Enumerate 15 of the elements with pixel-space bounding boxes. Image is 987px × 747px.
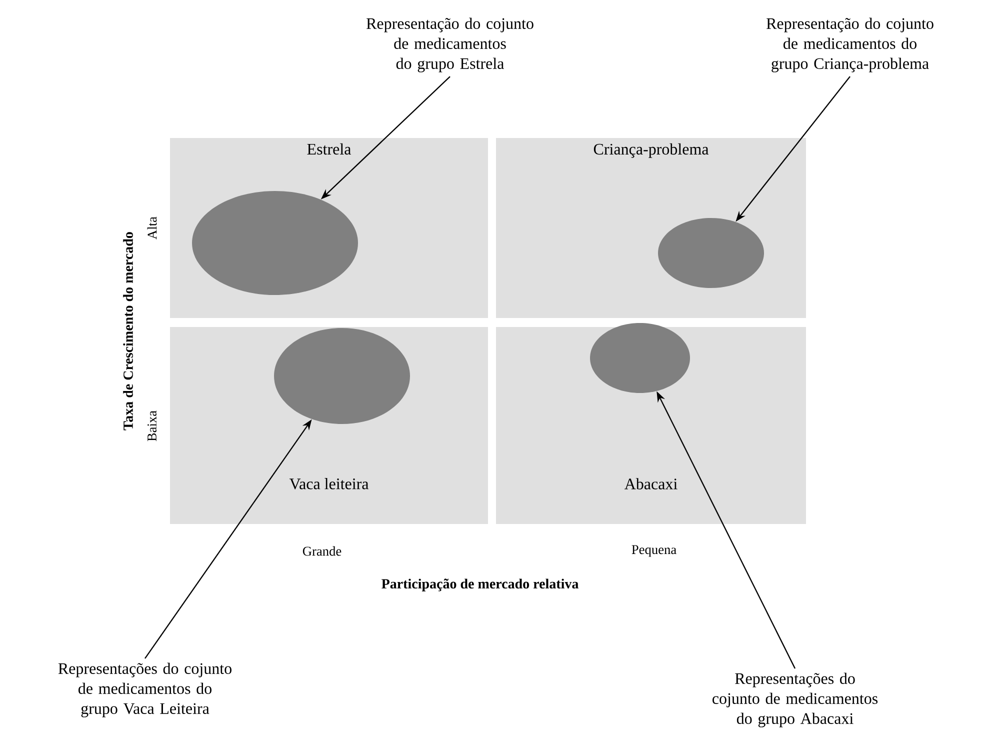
callout-text: Representações do cojunto de medicamentos do grupo Abacaxi: [712, 672, 878, 728]
callout-text: Representação do cojunto de medicamentos do grupo Criança-problema: [766, 18, 934, 72]
callout-text: Representações do cojunto de medicamentos do grupo Vaca Leiteira: [58, 662, 232, 718]
axis-label: Baixa: [148, 410, 156, 442]
axis-title: Taxa de Crescimento do mercado: [123, 232, 133, 430]
axis-label: Alta: [147, 216, 157, 240]
axis-title: Participação de mercado relativa: [382, 578, 578, 592]
ellipse: [658, 218, 764, 288]
quadrant-box: Abacaxi: [496, 326, 806, 524]
axis-label: Pequena: [632, 545, 676, 557]
axis-label: Grande: [302, 546, 342, 556]
ellipse: [192, 191, 358, 295]
callout-text: Representação do cojunto de medicamentos do grupo Estrela: [366, 18, 534, 72]
ellipse: [274, 328, 410, 424]
ellipse: [590, 323, 690, 393]
